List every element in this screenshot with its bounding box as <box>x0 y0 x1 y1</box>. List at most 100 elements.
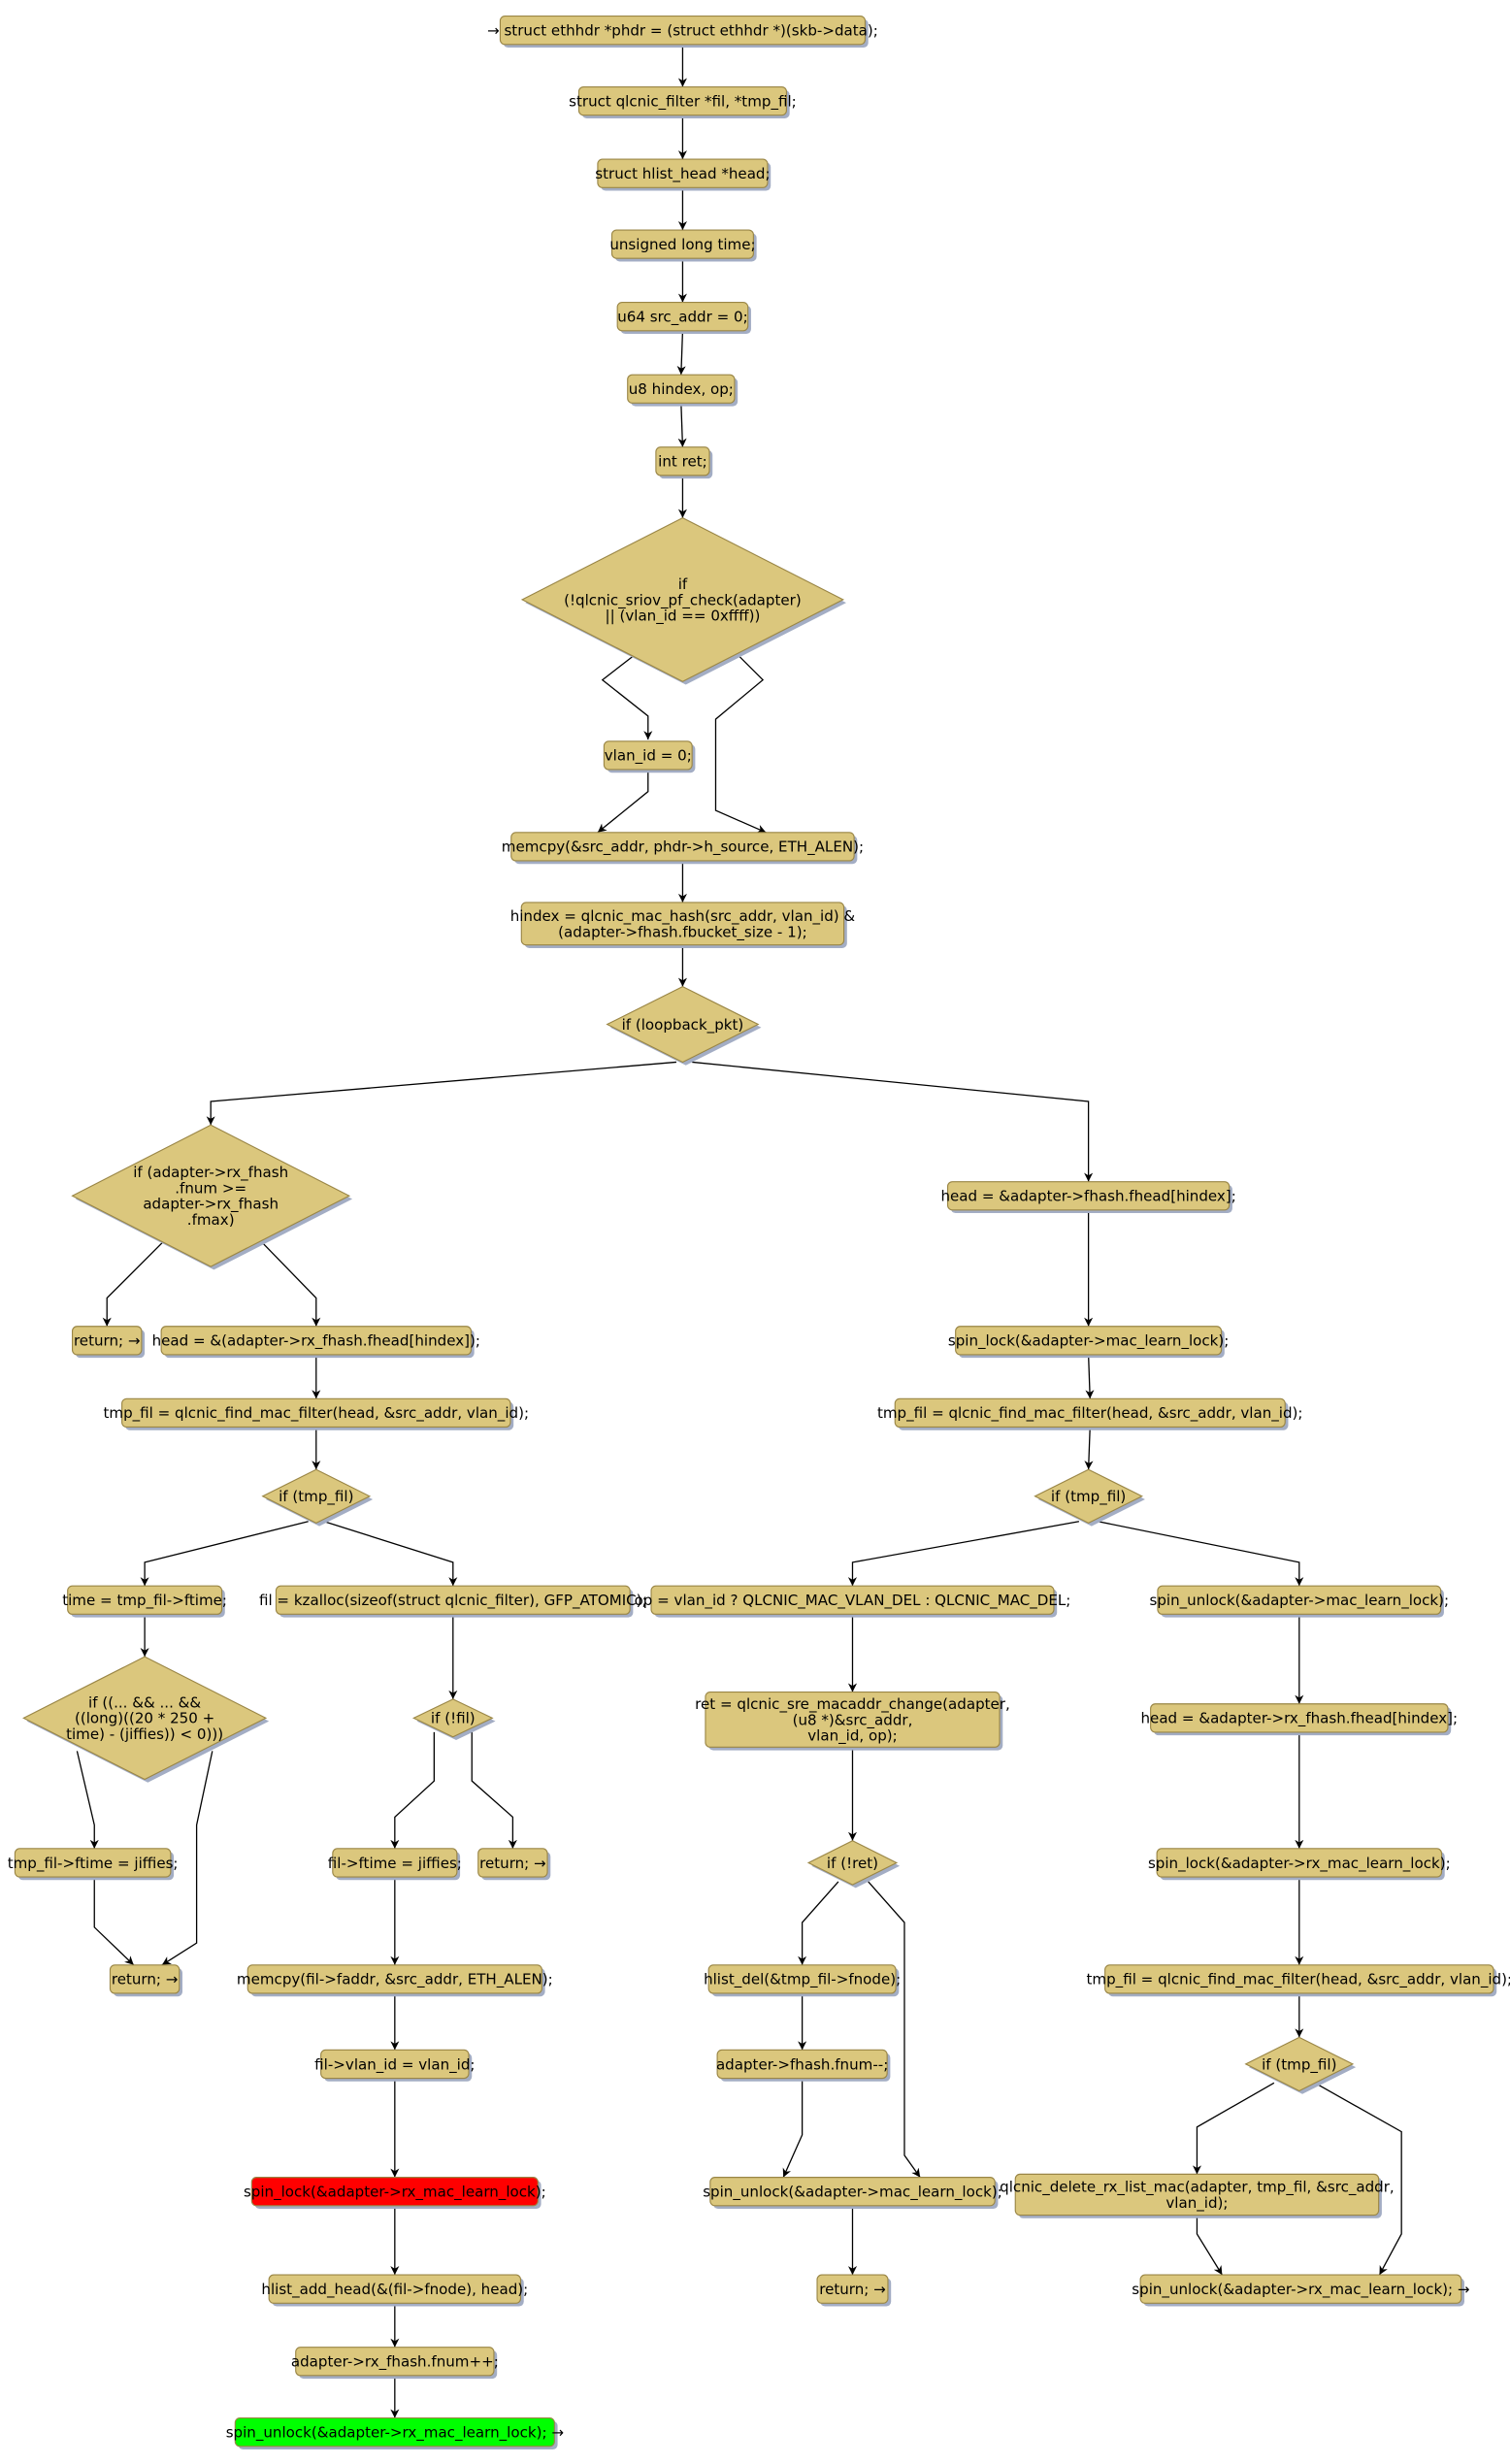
statement-box <box>268 2274 522 2304</box>
node-label: spin_unlock(&adapter->mac_learn_lock); <box>703 2184 1002 2202</box>
flow-edge-n26-n27 <box>1085 1354 1095 1399</box>
statement-node-n15[interactable]: tmp_fil->ftime = jiffies; <box>8 1848 179 1881</box>
decision-node-d0[interactable]: if(!qlcnic_sriov_pf_check(adapter)|| (vl… <box>520 517 847 685</box>
statement-box <box>234 2417 555 2448</box>
decision-diamond <box>606 986 760 1064</box>
flow-edge-d4-n16 <box>161 1751 213 1966</box>
decision-diamond <box>1244 2036 1355 2092</box>
node-label: .fnum >= <box>175 1179 246 1197</box>
statement-box <box>1104 1964 1494 1994</box>
flow-edge-d6-n28 <box>847 1521 1080 1587</box>
statement-node-n16[interactable]: return; → <box>109 1964 183 1997</box>
flow-edge-n7-n8 <box>597 769 649 834</box>
statement-node-n38[interactable]: qlcnic_delete_rx_list_mac(adapter, tmp_f… <box>1000 2173 1395 2218</box>
statement-node-n11[interactable]: head = &(adapter->rx_fhash.fhead[hindex]… <box>152 1326 480 1359</box>
statement-node-n4[interactable]: u64 src_addr = 0; <box>616 302 751 335</box>
nodes: → struct ethhdr *phdr = (struct ethhdr *… <box>8 16 1510 2450</box>
statement-box <box>295 2347 495 2377</box>
statement-box <box>332 1848 458 1878</box>
node-label: u64 src_addr = 0; <box>617 309 747 327</box>
statement-node-n0[interactable]: → struct ethhdr *phdr = (struct ethhdr *… <box>487 16 878 49</box>
node-label: fil = kzalloc(sizeof(struct qlcnic_filte… <box>259 1592 647 1610</box>
node-label: int ret; <box>658 453 707 471</box>
flow-edge-d1-n25 <box>692 1061 1094 1182</box>
statement-box <box>1156 1848 1443 1878</box>
node-label: spin_unlock(&adapter->mac_learn_lock); <box>1150 1592 1450 1610</box>
node-label: tmp_fil = qlcnic_find_mac_filter(head, &… <box>877 1404 1303 1423</box>
statement-node-n12[interactable]: tmp_fil = qlcnic_find_mac_filter(head, &… <box>104 1397 530 1430</box>
decision-node-d6[interactable]: if (tmp_fil) <box>1034 1468 1145 1527</box>
statement-box <box>1014 2173 1380 2217</box>
decision-diamond <box>261 1468 372 1524</box>
flow-edge-d8-n39 <box>1314 2082 1402 2276</box>
statement-box <box>709 2177 996 2207</box>
node-label: if (tmp_fil) <box>1262 2055 1336 2074</box>
node-label: if ((... && ... && <box>88 1693 201 1711</box>
statement-node-n20[interactable]: fil->vlan_id = vlan_id; <box>314 2049 475 2082</box>
statement-node-n32[interactable]: spin_unlock(&adapter->mac_learn_lock); <box>703 2177 1002 2210</box>
statement-node-n2[interactable]: struct hlist_head *head; <box>595 158 771 191</box>
statement-node-n28[interactable]: op = vlan_id ? QLCNIC_MAC_VLAN_DEL : QLC… <box>635 1585 1071 1618</box>
statement-node-n25[interactable]: head = &adapter->fhash.fhead[hindex]; <box>940 1181 1236 1214</box>
node-label: memcpy(fil->faddr, &src_addr, ETH_ALEN); <box>237 1971 553 1989</box>
statement-node-n19[interactable]: memcpy(fil->faddr, &src_addr, ETH_ALEN); <box>237 1964 553 1997</box>
decision-node-d3[interactable]: if (tmp_fil) <box>261 1468 374 1527</box>
statement-node-n1[interactable]: struct qlcnic_filter *fil, *tmp_fil; <box>569 85 797 118</box>
node-label: hlist_del(&tmp_fil->fnode); <box>704 1971 901 1989</box>
decision-node-d5[interactable]: if (!fil) <box>411 1698 496 1741</box>
statement-node-n10[interactable]: return; → <box>71 1326 146 1359</box>
statement-node-n35[interactable]: head = &adapter->rx_fhash.fhead[hindex]; <box>1141 1703 1459 1736</box>
statement-node-n5[interactable]: u8 hindex, op; <box>627 374 739 407</box>
statement-box <box>71 1326 143 1356</box>
decision-node-d1[interactable]: if (loopback_pkt) <box>606 986 762 1066</box>
statement-node-n21[interactable]: spin_lock(&adapter->rx_mac_learn_lock); <box>244 2177 546 2210</box>
statement-node-n9[interactable]: hindex = qlcnic_mac_hash(src_addr, vlan_… <box>510 902 856 948</box>
statement-node-n34[interactable]: spin_unlock(&adapter->mac_learn_lock); <box>1150 1585 1450 1618</box>
statement-box <box>707 1964 897 1994</box>
node-label: u8 hindex, op; <box>629 380 734 398</box>
decision-diamond <box>411 1698 494 1738</box>
node-label: struct qlcnic_filter *fil, *tmp_fil; <box>569 92 797 111</box>
statement-node-n22[interactable]: hlist_add_head(&(fil->fnode), head); <box>261 2274 528 2307</box>
statement-node-n23[interactable]: adapter->rx_fhash.fnum++; <box>291 2347 499 2380</box>
statement-node-n13[interactable]: time = tmp_fil->ftime; <box>62 1585 227 1618</box>
statement-box <box>716 2049 888 2080</box>
statement-node-n36[interactable]: spin_lock(&adapter->rx_mac_learn_lock); <box>1148 1848 1451 1881</box>
node-label: ((long)((20 * 250 + <box>75 1710 214 1727</box>
node-label: qlcnic_delete_rx_list_mac(adapter, tmp_f… <box>1000 2179 1395 2197</box>
node-label: .fmax) <box>187 1211 235 1229</box>
statement-node-n30[interactable]: hlist_del(&tmp_fil->fnode); <box>704 1964 901 1997</box>
node-label: adapter->rx_fhash <box>143 1196 279 1214</box>
decision-node-d2[interactable]: if (adapter->rx_fhash.fnum >=adapter->rx… <box>71 1124 353 1270</box>
statement-node-n29[interactable]: ret = qlcnic_sre_macaddr_change(adapter,… <box>695 1692 1010 1751</box>
decision-diamond <box>806 1840 899 1886</box>
statement-node-n37[interactable]: tmp_fil = qlcnic_find_mac_filter(head, &… <box>1087 1964 1510 1997</box>
statement-node-n3[interactable]: unsigned long time; <box>609 229 757 262</box>
statement-box <box>816 2274 889 2304</box>
decision-diamond <box>520 517 845 682</box>
node-label: vlan_id = 0; <box>605 747 692 766</box>
statement-box <box>603 740 693 771</box>
decision-node-d7[interactable]: if (!ret) <box>806 1840 901 1889</box>
statement-node-n27[interactable]: tmp_fil = qlcnic_find_mac_filter(head, &… <box>877 1397 1303 1430</box>
statement-node-n18[interactable]: return; → <box>477 1848 551 1881</box>
flow-edge-n4-n5 <box>676 330 686 376</box>
decision-diamond <box>71 1124 351 1267</box>
statement-node-n33[interactable]: return; → <box>816 2274 892 2307</box>
statement-node-n17[interactable]: fil->ftime = jiffies; <box>328 1848 462 1881</box>
statement-node-n6[interactable]: int ret; <box>655 446 713 479</box>
statement-node-n7[interactable]: vlan_id = 0; <box>603 740 696 773</box>
statement-node-n14[interactable]: fil = kzalloc(sizeof(struct qlcnic_filte… <box>259 1585 647 1618</box>
flow-edge-d0-n8 <box>714 652 767 834</box>
decision-node-d8[interactable]: if (tmp_fil) <box>1244 2036 1357 2094</box>
decision-node-d4[interactable]: if ((... && ... &&((long)((20 * 250 +tim… <box>22 1656 270 1783</box>
flow-edge-d2-n10 <box>102 1240 165 1327</box>
statement-node-n39[interactable]: spin_unlock(&adapter->rx_mac_learn_lock)… <box>1132 2274 1470 2307</box>
edges <box>76 44 1402 2418</box>
statement-node-n8[interactable]: memcpy(&src_addr, phdr->h_source, ETH_AL… <box>502 832 864 865</box>
node-label: head = &adapter->fhash.fhead[hindex]; <box>940 1188 1235 1205</box>
statement-node-n26[interactable]: spin_lock(&adapter->mac_learn_lock); <box>948 1326 1230 1359</box>
statement-node-n31[interactable]: adapter->fhash.fnum--; <box>716 2049 891 2082</box>
flow-edge-n15-n16 <box>93 1877 135 1966</box>
statement-node-n24[interactable]: spin_unlock(&adapter->rx_mac_learn_lock)… <box>226 2417 564 2450</box>
